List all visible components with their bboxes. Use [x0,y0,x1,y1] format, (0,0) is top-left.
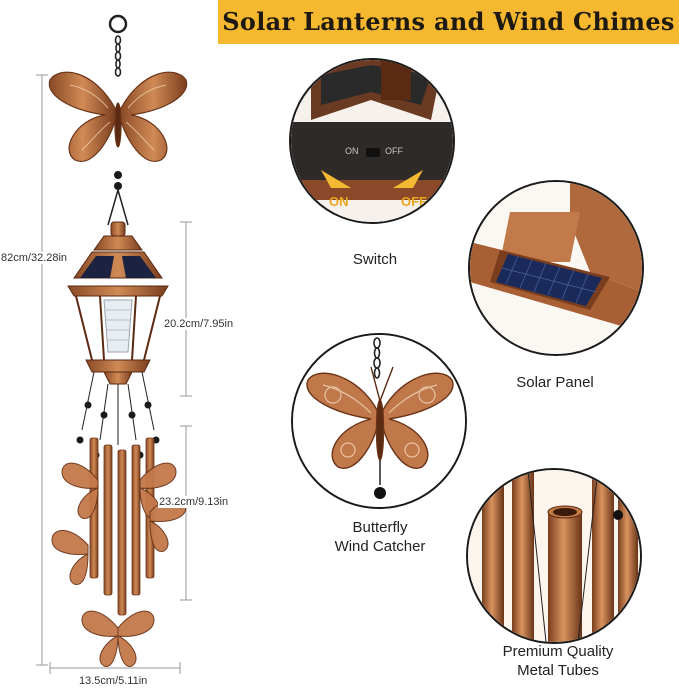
switch-on-label: ON [329,194,349,209]
width-label: 13.5cm/5.11in [78,675,149,687]
total-height-label: 82cm/32.28in [0,252,69,264]
switch-caption: Switch [352,251,398,268]
butterfly-caption-line2: Wind Catcher [334,538,426,555]
metal-tubes-image [468,470,640,642]
butterfly-caption: Butterfly Wind Catcher [320,518,440,556]
switch-detail-image [291,60,453,222]
solar-panel-caption: Solar Panel [516,374,594,391]
tubes-caption: Premium Quality Metal Tubes [488,642,628,680]
tubes-caption-line1: Premium Quality [502,643,614,660]
butterfly-detail-circle [291,333,467,509]
switch-detail-circle: ON OFF ON OFF [289,58,455,224]
solar-panel-image [470,182,642,354]
solar-panel-detail-circle [468,180,644,356]
tubes-detail-circle [466,468,642,644]
lantern-height-label: 20.2cm/7.95in [163,318,235,330]
wind-chime-image [36,14,192,674]
title-banner: Solar Lanterns and Wind Chimes [218,0,679,44]
chime-height-label: 23.2cm/9.13in [158,496,230,508]
switch-on-small-label: ON [345,146,359,156]
switch-off-label: OFF [401,194,427,209]
product-illustration [0,0,230,686]
butterfly-detail-image [293,335,465,507]
tubes-caption-line2: Metal Tubes [517,662,599,679]
switch-off-small-label: OFF [385,146,403,156]
butterfly-caption-line1: Butterfly [352,519,408,536]
banner-title: Solar Lanterns and Wind Chimes [222,7,675,36]
